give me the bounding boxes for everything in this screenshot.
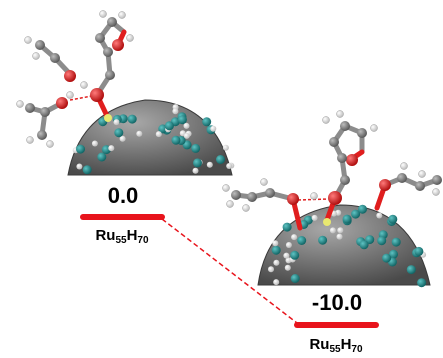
hydrogen-atom (311, 214, 318, 221)
hydrogen-atom (91, 140, 98, 147)
hydrogen-atom (291, 234, 298, 241)
hydrogen-atom (119, 135, 126, 142)
hydrogen-atom (283, 252, 290, 259)
ruthenium-atom (216, 155, 225, 164)
ruthenium-atom (171, 135, 181, 145)
formula-subscript-h: 70 (137, 235, 149, 246)
ruthenium-atom (282, 222, 292, 232)
ruthenium-atom (318, 235, 328, 245)
hydrogen-atom (108, 145, 115, 152)
ruthenium-atom (193, 158, 202, 168)
ruthenium-atom (359, 240, 369, 250)
hydrogen-atom (183, 122, 190, 129)
formula-element-h: H (126, 227, 138, 244)
formula-element-ru: Ru (95, 227, 116, 244)
ruthenium-atom (271, 245, 281, 255)
hydrogen-atom (337, 227, 344, 234)
ruthenium-atom (127, 114, 137, 124)
ruthenium-atom (358, 204, 367, 214)
hydrogen-atom (136, 130, 143, 137)
hydrogen-atom (222, 144, 229, 151)
ruthenium-atom (388, 214, 398, 224)
cluster-model-initial (16, 10, 235, 176)
hydrogen-atom (155, 131, 162, 138)
ruthenium-atom (97, 152, 107, 162)
hydrogen-atom (284, 264, 291, 271)
formula-subscript-ru: 55 (115, 235, 127, 246)
ruthenium-atom (391, 237, 401, 247)
ruthenium-atom (389, 249, 398, 259)
energy-connector (161, 218, 298, 324)
cluster-label-initial: Ru55H70 (82, 227, 162, 246)
hydrogen-atom (329, 227, 336, 234)
formula-element-h: H (340, 336, 352, 353)
hydrogen-atom (113, 119, 120, 126)
energy-label-final: -10.0 (311, 290, 363, 315)
energy-label-initial: 0.0 (107, 183, 139, 208)
ruthenium-atom (342, 214, 352, 224)
ruthenium-atom (351, 209, 361, 219)
hydrogen-atom (336, 233, 343, 240)
hydrogen-atom (272, 240, 279, 247)
ruthenium-atom (382, 253, 392, 263)
hydrogen-atom (192, 167, 199, 174)
formula-element-ru: Ru (309, 336, 330, 353)
ruthenium-atom (377, 236, 387, 246)
hydrogen-atom (210, 125, 217, 132)
hydrogen-atom (183, 132, 190, 139)
ruthenium-atom (290, 274, 300, 283)
ruthenium-atom (191, 143, 201, 153)
ruthenium-atom (297, 236, 307, 245)
ruthenium-atom (414, 246, 424, 256)
hydrogen-atom (273, 279, 280, 286)
ruthenium-atom (290, 250, 300, 260)
hydrogen-atom (285, 242, 292, 248)
ruthenium-atom (114, 128, 124, 138)
hydrogen-atom (226, 163, 233, 169)
ruthenium-atom (406, 265, 416, 275)
ruthenium-atom (164, 121, 174, 131)
formula-subscript-ru: 55 (329, 344, 341, 355)
cluster-label-final: Ru55H70 (296, 336, 376, 355)
formula-subscript-h: 70 (351, 344, 363, 355)
hydrogen-atom (206, 161, 213, 168)
hydrogen-atom (172, 108, 179, 115)
ruthenium-atom (177, 115, 187, 125)
ruthenium-atom (76, 144, 85, 154)
hydrogen-atom (273, 259, 280, 266)
hydrogen-atom (376, 212, 383, 219)
hydrogen-atom (268, 266, 274, 273)
cluster-model-final (222, 110, 442, 288)
ruthenium-atom (417, 278, 427, 288)
ruthenium-atom (82, 165, 92, 175)
ruthenium-atom (202, 117, 212, 127)
hydrogen-atom (76, 163, 83, 170)
